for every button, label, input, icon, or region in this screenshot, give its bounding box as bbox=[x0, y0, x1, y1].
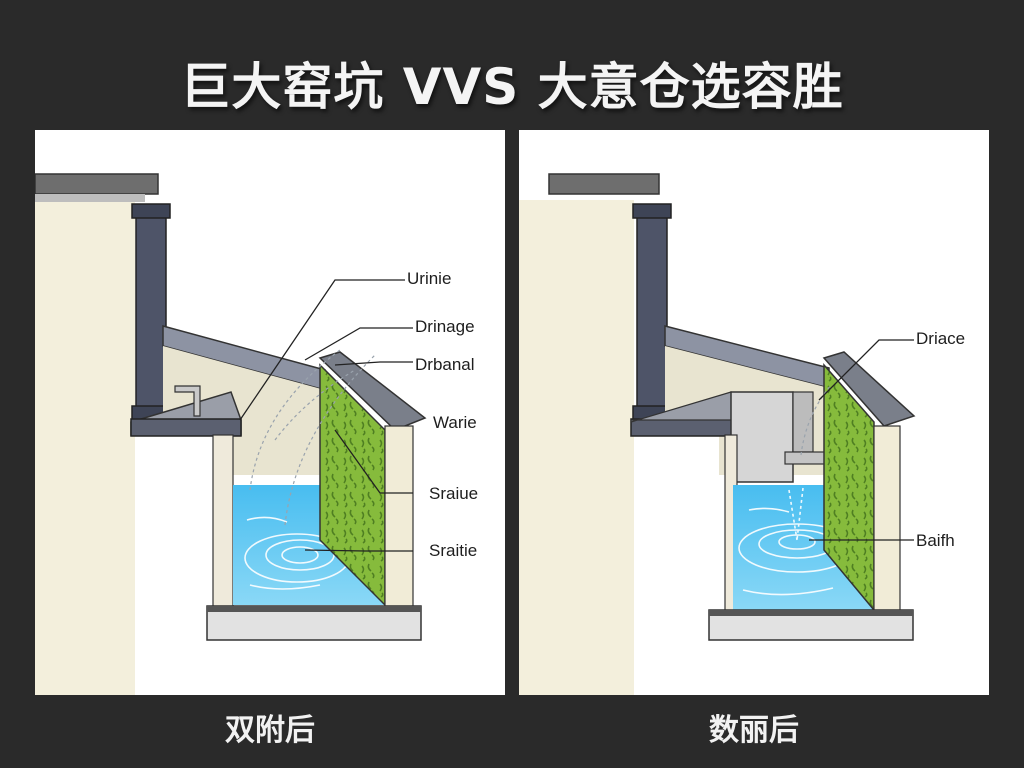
outer-wall bbox=[384, 425, 414, 612]
water bbox=[233, 485, 385, 605]
left-diagram-panel: Urinie Drinage Drbanal Warie Sraiue Srai… bbox=[35, 130, 505, 695]
wall-cap bbox=[822, 351, 916, 427]
downpipe-cap bbox=[131, 203, 171, 219]
faucet bbox=[174, 385, 201, 417]
label-drinage: Drinage bbox=[415, 317, 475, 336]
back-wall bbox=[35, 200, 135, 695]
water bbox=[733, 485, 874, 610]
leader-lines bbox=[239, 279, 413, 552]
right-diagram-panel: Driace Baifh bbox=[519, 130, 989, 695]
pit-left-wall bbox=[212, 434, 234, 616]
pit-base-edge bbox=[709, 610, 913, 616]
label-driace: Driace bbox=[916, 329, 965, 348]
inner-wall bbox=[163, 346, 325, 475]
label-warie: Warie bbox=[433, 413, 477, 432]
downpipe bbox=[135, 209, 167, 421]
left-caption: 双附后 bbox=[225, 713, 315, 748]
label-drbanal: Drbanal bbox=[415, 355, 475, 374]
sink-ledge-front bbox=[630, 418, 742, 437]
pit-base-edge bbox=[207, 606, 421, 612]
roof-ledge bbox=[35, 173, 159, 195]
roof-ledge bbox=[548, 173, 660, 195]
leader-lines bbox=[809, 339, 914, 541]
water-streams bbox=[249, 349, 376, 526]
right-diagram: Driace Baifh bbox=[519, 173, 965, 695]
tank-box bbox=[730, 391, 794, 483]
downpipe-cap bbox=[632, 203, 672, 219]
roof-ledge-shadow bbox=[35, 194, 145, 202]
label-sraitie: Sraitie bbox=[429, 541, 477, 560]
left-diagram: Urinie Drinage Drbanal Warie Sraiue Srai… bbox=[35, 173, 478, 695]
right-caption: 数丽后 bbox=[709, 713, 799, 748]
water-streams bbox=[800, 384, 832, 456]
label-urinie: Urinie bbox=[407, 269, 451, 288]
back-wall bbox=[519, 200, 634, 695]
sink-ledge-front bbox=[130, 418, 242, 437]
outlet-pipe bbox=[784, 451, 826, 465]
downpipe bbox=[636, 209, 668, 421]
wall-cap bbox=[318, 351, 427, 431]
outer-wall bbox=[873, 425, 901, 612]
page-title: 巨大窑坑 VVS 大意仓选容胜 bbox=[180, 58, 844, 116]
label-baifh: Baifh bbox=[916, 531, 955, 550]
label-sraiue: Sraiue bbox=[429, 484, 478, 503]
